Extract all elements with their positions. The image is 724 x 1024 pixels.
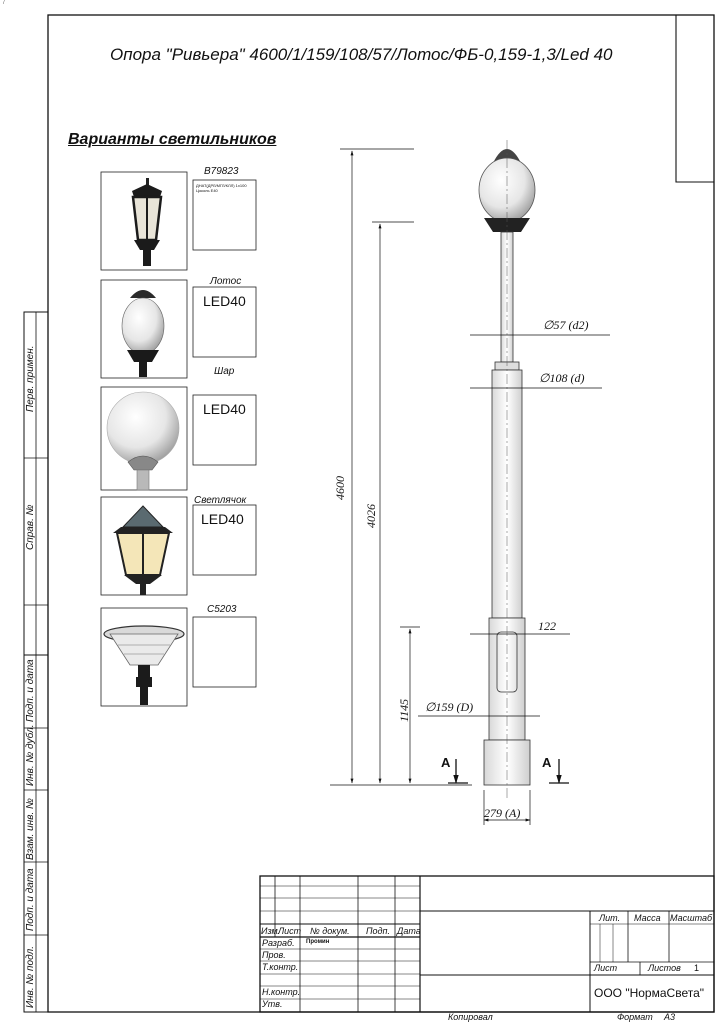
variant-led-lotos: LED40 xyxy=(203,293,246,309)
diameter-icon: ∅ xyxy=(543,318,554,332)
stamp-perv-primen: Перв. примен. xyxy=(25,345,36,412)
tb-sheets: Листов xyxy=(648,963,681,973)
stamp-podp-data-1: Подп. и дата xyxy=(25,659,36,722)
tb-nkontr: Н.контр. xyxy=(262,987,301,997)
dim-d2: ∅57 (d2) xyxy=(543,318,588,333)
tb-copied: Копировал xyxy=(448,1012,493,1022)
drawing-title: Опора "Ривьера" 4600/1/159/108/57/Лотос/… xyxy=(110,45,613,64)
tb-scale: Масштаб xyxy=(670,913,713,923)
dim-D-value: 159 (D) xyxy=(435,700,474,714)
stamp-inv-podl: Инв. № подл. xyxy=(25,945,36,1008)
tb-prov: Пров. xyxy=(262,950,286,960)
tb-data: Дата xyxy=(397,926,421,936)
tb-list: Лист xyxy=(278,926,302,936)
tb-razrab: Разраб. xyxy=(262,938,295,948)
tb-doc-no: № докум. xyxy=(310,926,350,936)
dim-pole-height: 4026 xyxy=(364,504,378,528)
tb-podp: Подп. xyxy=(366,926,390,936)
tb-developer: Промин xyxy=(306,939,330,945)
stamp-podp-data-2: Подп. и дата xyxy=(25,868,36,931)
tb-lit: Лит. xyxy=(599,913,621,923)
diameter-icon: ∅ xyxy=(539,371,550,385)
tb-company: ООО "НормаСвета" xyxy=(594,986,705,1000)
variant-label-c5203: C5203 xyxy=(207,604,237,615)
section-mark-left: A xyxy=(441,755,451,770)
tb-tkontr: Т.контр. xyxy=(262,962,299,972)
dim-total-height: 4600 xyxy=(333,476,347,500)
corner-mark: 7 xyxy=(2,0,6,6)
variant-label-shar: Шар xyxy=(214,366,235,377)
tb-sheet: Лист xyxy=(594,963,618,973)
variant-led-shar: LED40 xyxy=(203,401,246,417)
dim-D: ∅159 (D) xyxy=(425,700,473,715)
dimension-lines xyxy=(330,148,610,825)
tb-format-value: А3 xyxy=(664,1012,676,1022)
dim-122: 122 xyxy=(538,619,556,633)
dim-d-value: 108 (d) xyxy=(549,371,585,385)
variant-label-b79823: B79823 xyxy=(204,166,239,177)
tb-sheets-count: 1 xyxy=(694,963,700,973)
diameter-icon: ∅ xyxy=(425,700,436,714)
dim-d2-value: 57 (d2) xyxy=(553,318,589,332)
lamp-lotos-image xyxy=(121,290,165,377)
variant-label-svetlyachok: Светлячок xyxy=(194,495,247,506)
dim-A: 279 (A) xyxy=(484,806,521,820)
stamp-sprav-no: Справ. № xyxy=(25,504,36,550)
dim-d: ∅108 (d) xyxy=(539,371,584,386)
variants-heading: Варианты светильников xyxy=(68,131,277,148)
stamp-vzam-inv: Взам. инв. № xyxy=(25,798,36,860)
tb-mass: Масса xyxy=(634,913,661,923)
variant-note-b79823: ДНАТ(ДРЛ/МГЛ/КЛЛ) 1х100 Цоколь Е40 xyxy=(196,183,247,193)
pole-drawing xyxy=(478,140,536,800)
title-block-grid xyxy=(259,875,715,1013)
lamp-svetlyachok-image xyxy=(113,505,173,595)
section-mark-right: A xyxy=(542,755,552,770)
tb-format-label: Формат xyxy=(617,1012,653,1022)
lamp-shar-image xyxy=(106,391,180,491)
lamp-b79823-image xyxy=(131,178,163,266)
stamp-inv-dubl: Инв. № дубл. xyxy=(25,724,36,787)
variant-led-svetlyachok: LED40 xyxy=(201,511,244,527)
lamp-c5203-image xyxy=(103,625,185,705)
dim-base-height: 1145 xyxy=(397,698,411,722)
tb-utv: Утв. xyxy=(262,999,283,1009)
variant-label-lotos: Лотос xyxy=(210,276,242,287)
tb-izm: Изм. xyxy=(261,926,281,936)
